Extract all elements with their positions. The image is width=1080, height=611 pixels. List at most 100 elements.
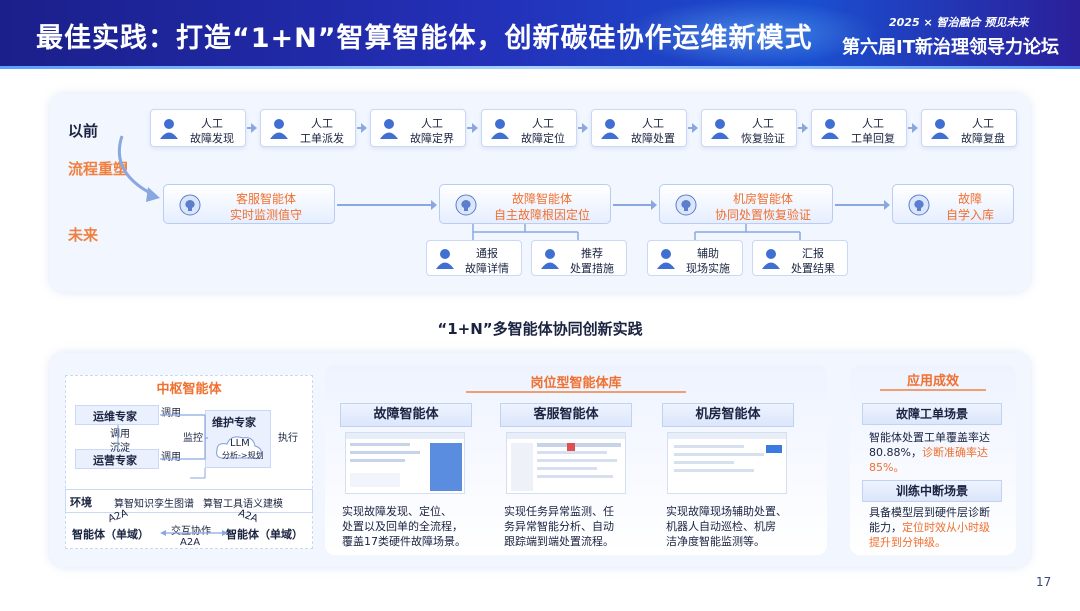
results-frame: [850, 365, 1016, 555]
step-task: 故障复盘: [961, 132, 1005, 145]
agent-self-learn: 故障 自学入库: [892, 184, 1014, 224]
llm-sub-label: 分析->规划: [222, 451, 264, 460]
person-icon: [711, 119, 729, 139]
library-card-desc: 实现任务异常监测、任务异常智能分析、自动跟踪端到端处置流程。: [504, 505, 614, 548]
sub-object: 现场实施: [686, 262, 730, 275]
brain-icon: [908, 194, 930, 216]
person-icon: [762, 249, 780, 269]
step-task: 故障发现: [190, 132, 234, 145]
person-icon: [657, 249, 675, 269]
step-arrow: [798, 123, 808, 133]
scenario-desc: 具备模型层到硬件层诊断 能力，定位时效从小时级 提升到分钟级。: [869, 506, 990, 549]
past-step: 人工恢复验证: [701, 109, 797, 147]
interact-arrow: [160, 530, 228, 536]
run-expert-label: 运营专家: [93, 454, 137, 467]
past-step: 人工工单派发: [260, 109, 356, 147]
sub-action: 推荐: [581, 247, 603, 260]
step-task: 故障定位: [521, 132, 565, 145]
library-card-title: 故障智能体: [340, 403, 472, 427]
library-card-title: 机房智能体: [662, 403, 794, 427]
person-icon: [380, 119, 398, 139]
past-step: 人工故障定位: [481, 109, 577, 147]
past-step: 人工故障处置: [591, 109, 687, 147]
monitor-label: 监控: [183, 433, 203, 444]
sub-action: 汇报: [802, 247, 824, 260]
step-task: 恢复验证: [741, 132, 785, 145]
step-actor: 人工: [201, 117, 223, 130]
past-label: 以前: [68, 122, 99, 140]
brand-forum-name: 第六届IT新治理领导力论坛: [842, 37, 1059, 58]
past-step: 人工工单回复: [811, 109, 907, 147]
run-expert-box: [75, 449, 159, 469]
step-task: 工单回复: [851, 132, 895, 145]
future-sub-task: 通报故障详情: [426, 240, 522, 276]
call-label: 调用: [110, 429, 130, 440]
step-actor: 人工: [311, 117, 333, 130]
step-task: 故障定界: [410, 132, 454, 145]
cs-agent-screenshot: [506, 432, 626, 494]
agent-fault: 故障智能体 自主故障根因定位: [439, 184, 611, 224]
future-sub-task: 推荐处置措施: [531, 240, 627, 276]
page-title: 最佳实践：打造“1+N”智算智能体，创新碳硅协作运维新模式: [36, 23, 813, 54]
future-sub-task: 辅助现场实施: [647, 240, 743, 276]
header-underline: [0, 66, 1080, 69]
env-box: [65, 489, 313, 513]
step-actor: 人工: [862, 117, 884, 130]
brain-icon: [455, 194, 477, 216]
flow-arrow: [337, 200, 437, 210]
sub-action: 通报: [476, 247, 498, 260]
library-title-underline: [466, 391, 686, 393]
results-title: 应用成效: [906, 374, 959, 389]
sink-label: 沉淀: [110, 443, 130, 454]
step-arrow: [247, 123, 257, 133]
page-number: 17: [1036, 575, 1052, 589]
step-actor: 人工: [642, 117, 664, 130]
sub-object: 处置措施: [570, 262, 614, 275]
agent-machine-room: 机房智能体 协同处置恢复验证: [659, 184, 833, 224]
env-tool-model: 算智工具语义建模: [203, 499, 283, 510]
agent-role: 实时监测值守: [229, 208, 302, 222]
agent-name: 机房智能体: [732, 192, 793, 206]
library-title: 岗位型智能体库: [530, 376, 622, 391]
ops-expert-label: 运维专家: [93, 410, 137, 423]
person-icon: [270, 119, 288, 139]
central-connectors: [117, 414, 208, 479]
past-step: 人工故障发现: [150, 109, 246, 147]
agent-customer-service: 客服智能体 实时监测值守: [163, 184, 335, 224]
agent-role: 自主故障根因定位: [493, 208, 590, 222]
env-label: 环境: [70, 496, 92, 509]
library-card-desc: 实现故障发现、定位、处置以及回单的全流程，覆盖17类硬件故障场景。: [342, 505, 466, 548]
a2a-mid-label: A2A: [180, 537, 201, 548]
step-actor: 人工: [421, 117, 443, 130]
reshape-arrow-icon: [117, 135, 160, 202]
person-icon: [601, 119, 619, 139]
fault-agent-screenshot: [345, 432, 465, 494]
branch-lines: [472, 224, 801, 240]
central-agent-title: 中枢智能体: [156, 382, 222, 397]
agent-name: 客服智能体: [235, 192, 296, 206]
step-actor: 人工: [532, 117, 554, 130]
step-arrow: [908, 123, 918, 133]
scenario-title: 训练中断场景: [862, 480, 1002, 502]
agent-single-domain-left: 智能体（单域）: [72, 528, 149, 541]
flow-arrow: [613, 200, 657, 210]
reshape-label: 流程重塑: [68, 160, 129, 178]
person-icon: [821, 119, 839, 139]
brain-icon: [675, 194, 697, 216]
person-icon: [541, 249, 559, 269]
library-card-desc: 实现故障现场辅助处置、机器人自动巡检、机房洁净度智能监测等。: [666, 505, 787, 548]
future-sub-task: 汇报处置结果: [752, 240, 848, 276]
sub-object: 处置结果: [791, 262, 835, 275]
execute-label: 执行: [278, 433, 298, 444]
library-card-title: 客服智能体: [500, 403, 632, 427]
person-icon: [931, 119, 949, 139]
brain-icon: [179, 194, 201, 216]
maint-expert-label: 维护专家: [212, 416, 256, 429]
agent-name: 故障: [957, 192, 982, 206]
header-glow: [620, 0, 880, 66]
person-icon: [436, 249, 454, 269]
ops-expert-box: [75, 405, 159, 425]
step-actor: 人工: [972, 117, 994, 130]
room-agent-screenshot: [667, 432, 787, 494]
agent-single-domain-right: 智能体（单域）: [226, 528, 303, 541]
